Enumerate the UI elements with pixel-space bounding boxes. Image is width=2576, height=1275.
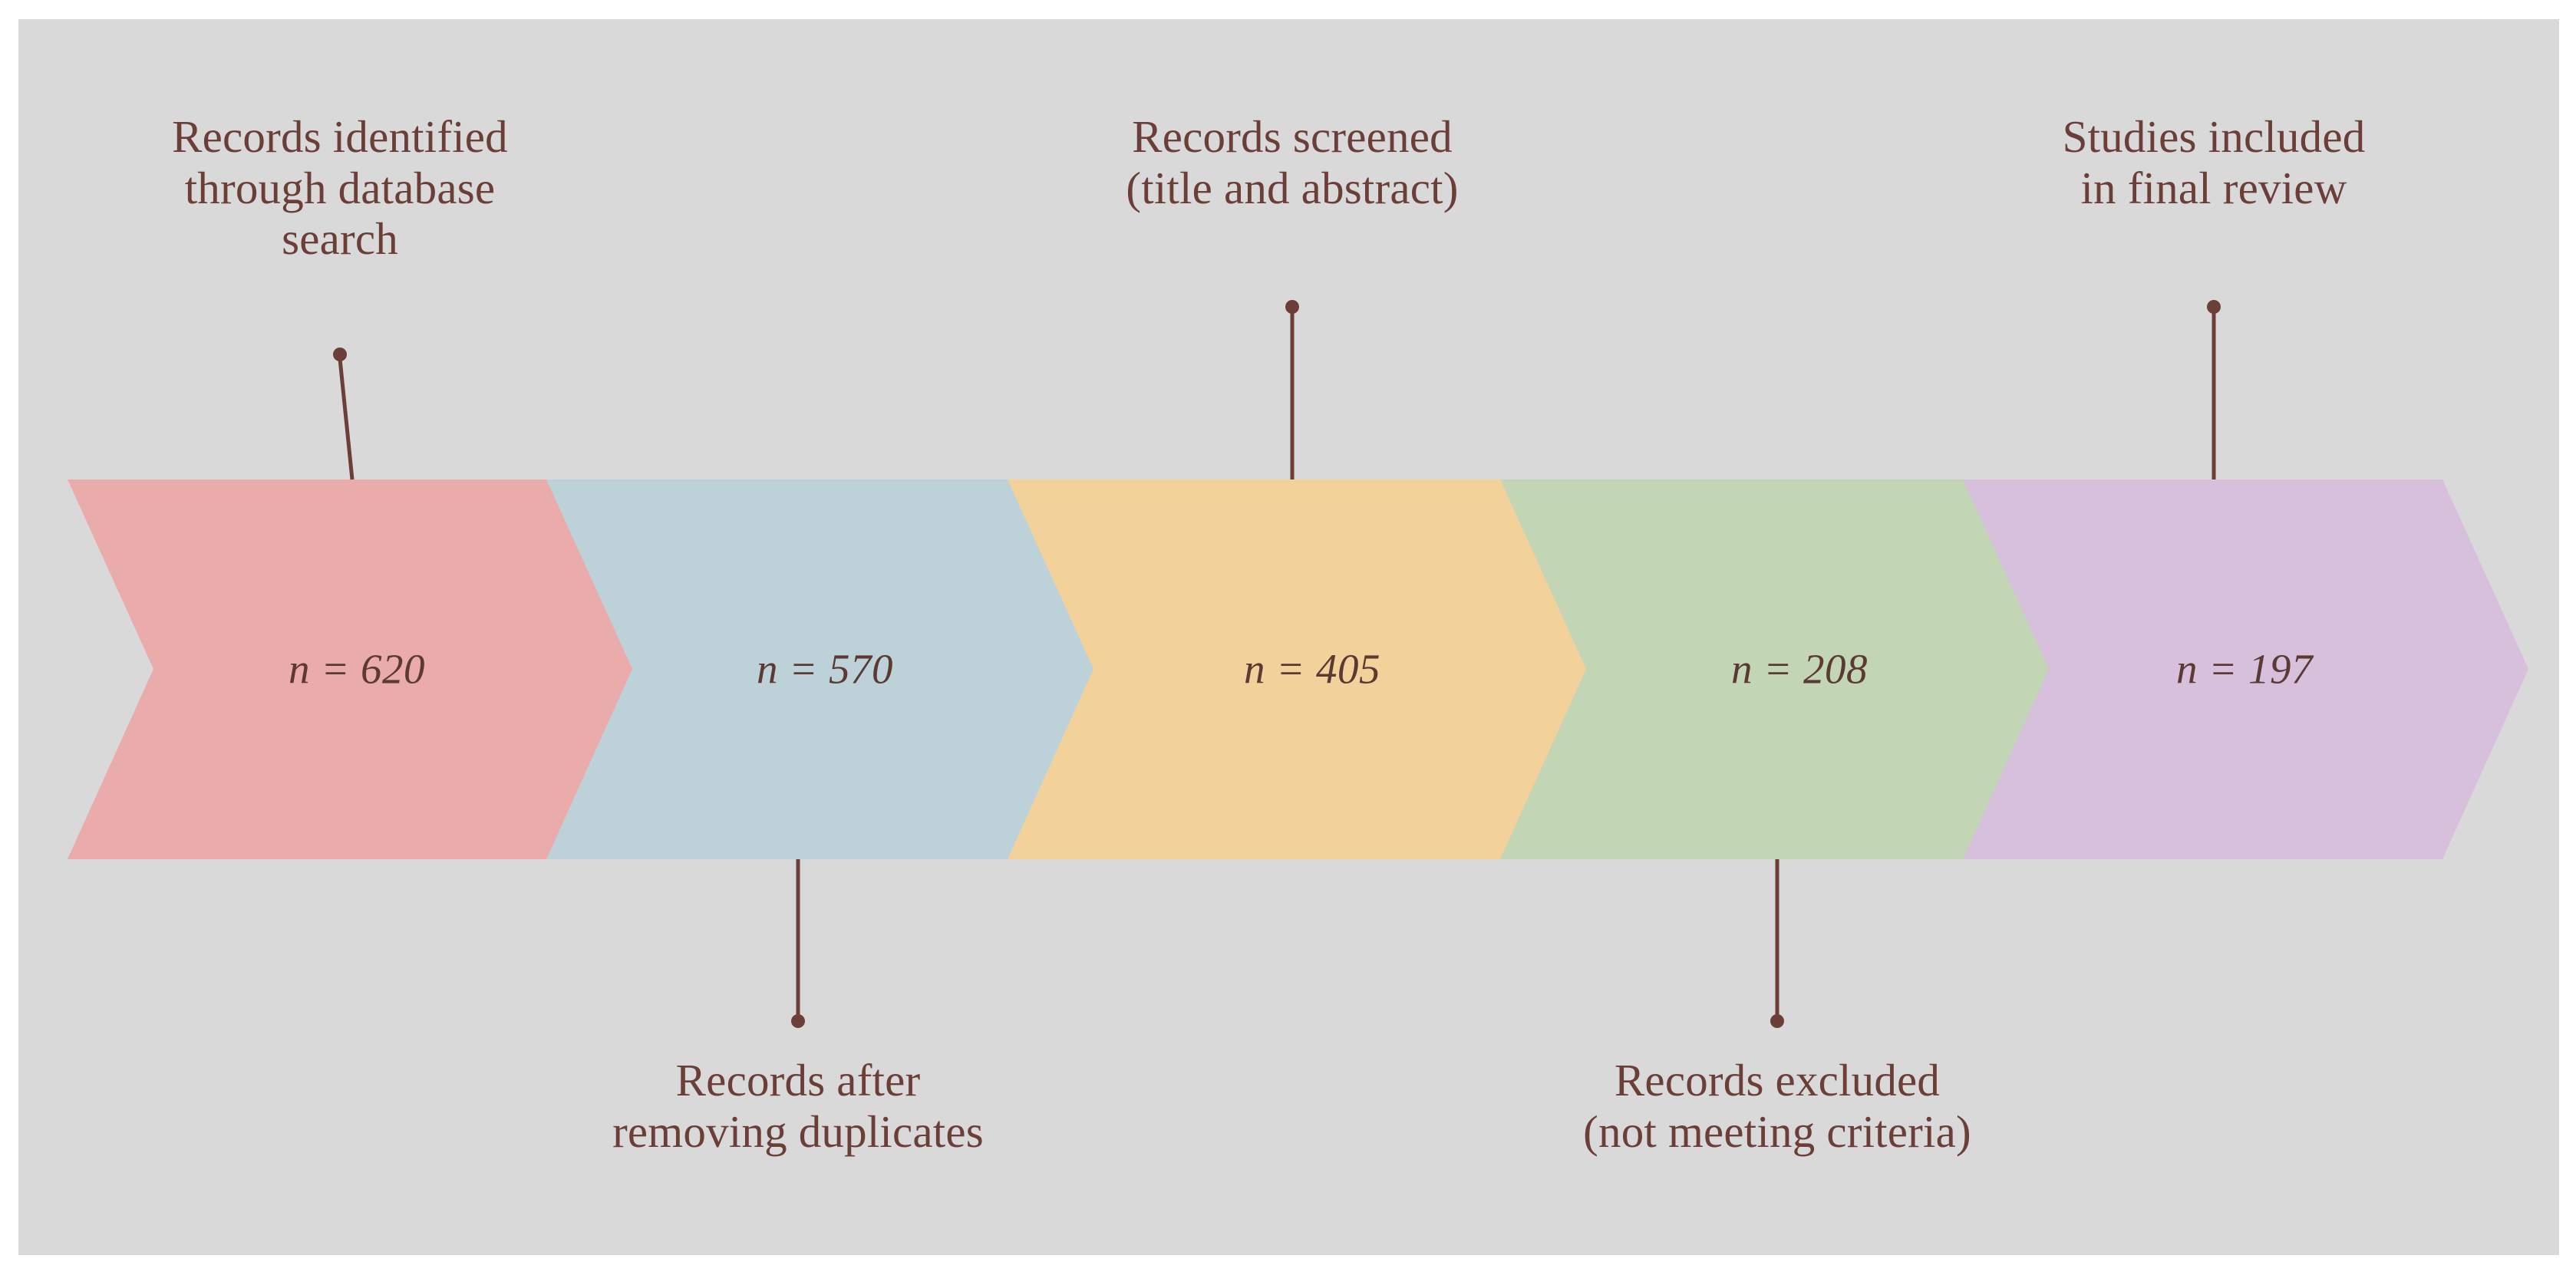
leader-line-identified <box>333 348 355 480</box>
value-label-excluded: n = 208 <box>1730 645 1869 693</box>
leader-line-excluded <box>1770 859 1784 1028</box>
caption-screened: Records screened (title and abstract) <box>1126 111 1459 213</box>
value-label-identified: n = 620 <box>288 645 426 693</box>
chevron-identified[interactable] <box>68 479 643 859</box>
caption-deduplicated: Records after removing duplicates <box>612 1055 984 1157</box>
chevron-excluded[interactable] <box>1500 479 2060 859</box>
caption-included: Studies included in final review <box>2062 111 2366 213</box>
value-label-included: n = 197 <box>2175 645 2314 693</box>
value-label-screened: n = 405 <box>1243 645 1381 693</box>
caption-identified: Records identified through database sear… <box>172 111 508 265</box>
leader-line-included <box>2207 300 2221 479</box>
value-label-deduplicated: n = 570 <box>756 645 894 693</box>
caption-excluded: Records excluded (not meeting criteria) <box>1583 1055 1971 1157</box>
chevron-deduplicated[interactable] <box>546 479 1104 859</box>
chevron-included[interactable] <box>1963 479 2528 859</box>
leader-line-screened <box>1285 300 1299 479</box>
chevron-screened[interactable] <box>1008 479 1597 859</box>
leader-line-deduplicated <box>791 859 805 1028</box>
